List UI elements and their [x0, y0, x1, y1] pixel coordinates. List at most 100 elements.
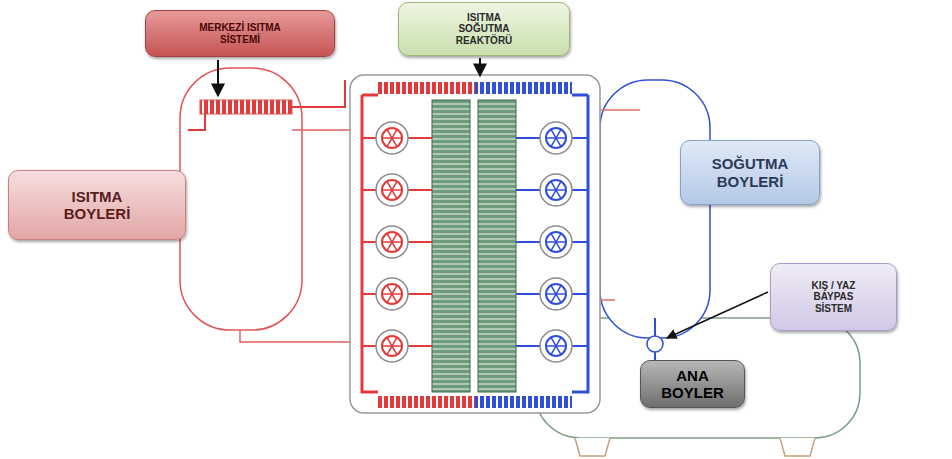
pump-impeller [382, 284, 402, 304]
impeller-blade [546, 345, 556, 347]
pump-housing [376, 278, 408, 310]
pump-impeller [546, 284, 566, 304]
reactor-header-cold [475, 396, 572, 408]
pump-pipe [392, 293, 432, 295]
heating-boiler-tank [180, 68, 352, 342]
impeller-blade [556, 294, 561, 303]
impeller-blade [556, 346, 561, 355]
impeller-blade [556, 293, 566, 295]
impeller-blade [392, 233, 397, 242]
heating-pipe [240, 130, 352, 342]
impeller-blade [551, 242, 556, 251]
label-text: ISITMA SOĞUTMA REAKTÖRÜ [449, 12, 519, 47]
pump-impeller [382, 128, 402, 148]
impeller-blade [551, 190, 556, 199]
pump-pipe [516, 345, 556, 347]
impeller-blade [551, 181, 556, 190]
impeller-blade [546, 189, 556, 191]
impeller-blade [392, 285, 397, 294]
impeller-blade [387, 138, 392, 147]
pump-housing [540, 174, 572, 206]
impeller-blade [387, 129, 392, 138]
impeller-blade [392, 138, 397, 147]
pump-housing [540, 330, 572, 362]
boiler-label: SOĞUTMA BOYLERİ [680, 140, 820, 205]
impeller-blade [392, 294, 397, 303]
impeller-blade [392, 189, 402, 191]
impeller-blade [551, 346, 556, 355]
impeller-blade [556, 190, 561, 199]
impeller-blade [392, 337, 397, 346]
pump-impeller [546, 180, 566, 200]
reactor-label: ISITMA SOĞUTMA REAKTÖRÜ [398, 2, 570, 56]
cold-riser [572, 95, 588, 392]
leader-arrow [667, 292, 768, 338]
impeller-blade [392, 345, 402, 347]
impeller-blade [556, 285, 561, 294]
exchanger-plate [432, 100, 470, 392]
pump-pipe [516, 293, 556, 295]
pump-pipe [516, 241, 556, 243]
impeller-blade [556, 345, 566, 347]
impeller-blade [551, 138, 556, 147]
pump-impeller [382, 180, 402, 200]
impeller-blade [556, 138, 561, 147]
impeller-blade [546, 293, 556, 295]
impeller-blade [382, 137, 392, 139]
impeller-blade [556, 181, 561, 190]
impeller-blade [556, 137, 566, 139]
pump-pipe [392, 241, 432, 243]
tank-leg [575, 438, 610, 456]
pump-pipe [392, 189, 432, 191]
impeller-blade [551, 294, 556, 303]
pump-impeller [546, 128, 566, 148]
label-text: ISITMA BOYLERİ [52, 188, 142, 223]
reactor-header-hot [378, 396, 475, 408]
bypass-valve [647, 336, 663, 352]
pump-group [362, 122, 588, 362]
boiler-label: ISITMA BOYLERİ [8, 170, 186, 240]
impeller-blade [556, 233, 561, 242]
pump-pipe [516, 189, 556, 191]
reactor-housing [350, 75, 600, 413]
impeller-blade [387, 190, 392, 199]
exchanger-plate [478, 100, 516, 392]
impeller-blade [556, 189, 566, 191]
reactor-header-cold [475, 82, 572, 94]
impeller-blade [392, 293, 402, 295]
label-text: KIŞ / YAZ BAYPAS SİSTEM [803, 280, 865, 315]
impeller-blade [551, 337, 556, 346]
label-text: ANA BOYLER [652, 367, 734, 402]
impeller-blade [556, 129, 561, 138]
heating-manifold [200, 100, 292, 114]
heating-boiler-shell [180, 68, 302, 330]
impeller-blade [392, 346, 397, 355]
boiler-label: ANA BOYLER [640, 360, 745, 408]
pump-impeller [382, 232, 402, 252]
impeller-blade [556, 337, 561, 346]
heating-cooling-reactor [350, 75, 600, 413]
impeller-blade [556, 241, 566, 243]
leader-arrow [217, 60, 219, 96]
pump-impeller [546, 232, 566, 252]
impeller-blade [556, 242, 561, 251]
impeller-blade [392, 190, 397, 199]
impeller-blade [551, 285, 556, 294]
impeller-blade [392, 241, 402, 243]
impeller-blade [392, 129, 397, 138]
pump-pipe [392, 137, 432, 139]
impeller-blade [546, 241, 556, 243]
impeller-blade [387, 242, 392, 251]
cooling-boiler-tank [598, 80, 710, 362]
label-text: SOĞUTMA BOYLERİ [700, 155, 800, 190]
impeller-blade [546, 137, 556, 139]
impeller-blade [387, 233, 392, 242]
impeller-blade [392, 181, 397, 190]
pump-pipe [392, 345, 432, 347]
system-label: MERKEZİ ISITMA SİSTEMİ [145, 10, 335, 57]
pump-housing [540, 278, 572, 310]
impeller-blade [392, 242, 397, 251]
pump-housing [540, 122, 572, 154]
pump-housing [376, 226, 408, 258]
impeller-blade [382, 241, 392, 243]
